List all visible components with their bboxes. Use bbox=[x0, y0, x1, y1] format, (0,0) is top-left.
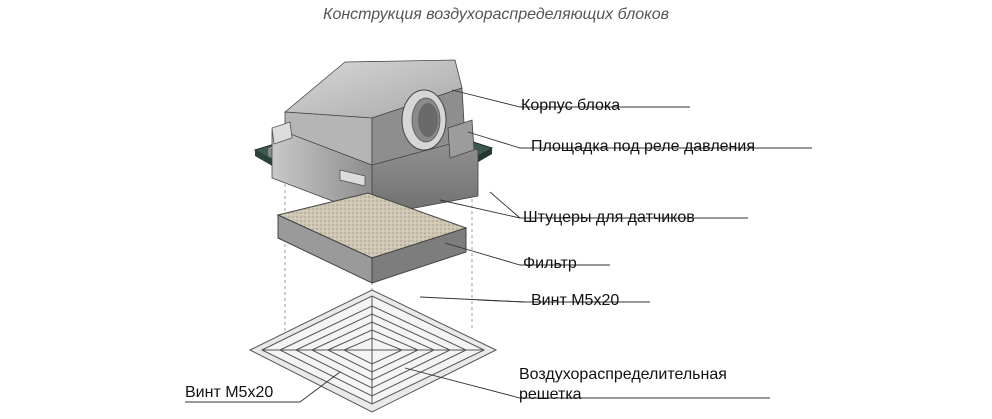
label-grille-line1: Воздухораспределительная bbox=[519, 366, 727, 383]
label-relay-pad: Площадка под реле давления bbox=[531, 138, 755, 155]
grille bbox=[248, 289, 498, 413]
filter bbox=[276, 192, 468, 284]
housing-block bbox=[253, 59, 494, 224]
relay-pad bbox=[447, 119, 475, 159]
leader-lines bbox=[185, 89, 812, 403]
diagram-title: Конструкция воздухораспределяющих блоков bbox=[323, 6, 669, 23]
label-screw-top: Винт М5х20 bbox=[531, 292, 620, 309]
label-housing: Корпус блока bbox=[521, 97, 621, 114]
label-screw-bottom: Винт М5х20 bbox=[185, 384, 274, 401]
label-fittings: Штуцеры для датчиков bbox=[523, 209, 695, 226]
label-grille-line2: решетка bbox=[519, 386, 582, 403]
label-filter: Фильтр bbox=[523, 255, 577, 272]
